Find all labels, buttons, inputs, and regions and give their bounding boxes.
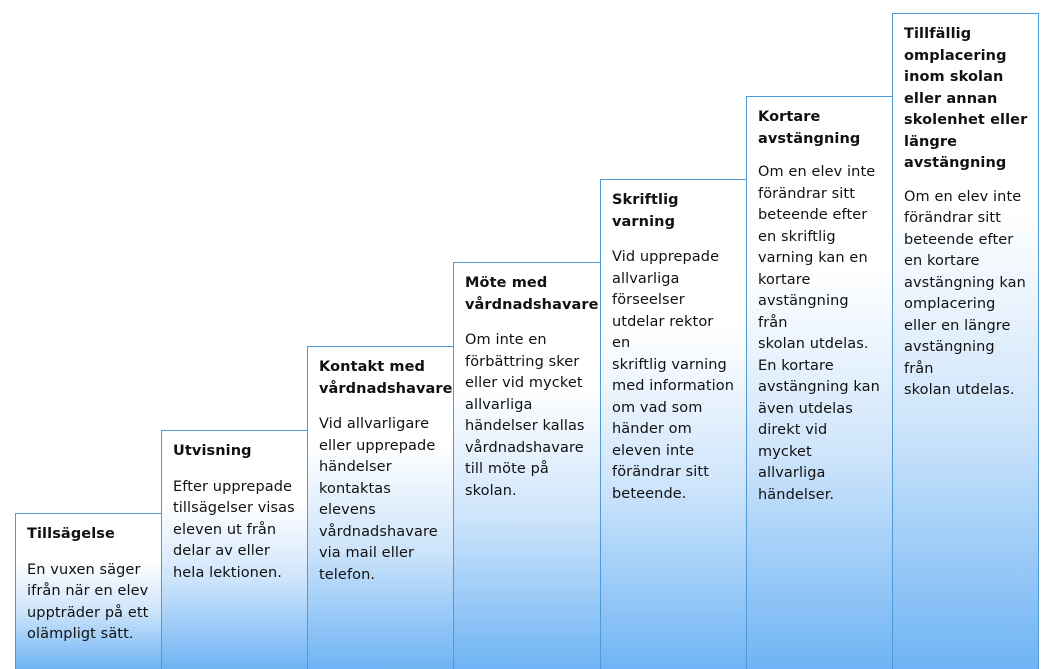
step-description: Om inte en förbättring sker eller vid my…: [465, 332, 585, 499]
step-description: Om en elev inte förändrar sitt beteende …: [904, 188, 1026, 399]
step-description: Vid allvarligare eller upprepade händels…: [319, 416, 438, 583]
step-title: Kortare avstängning: [758, 109, 861, 147]
step-kontakt-med-vardnadshavare: Kontakt med vårdnadshavare Vid allvarlig…: [307, 346, 454, 669]
step-utvisning: Utvisning Efter upprepade tillsägelser v…: [161, 430, 308, 669]
step-description: Om en elev inte förändrar sitt beteende …: [758, 164, 880, 503]
step-title: Skriftlig varning: [612, 192, 679, 230]
step-title: Tillsägelse: [27, 526, 115, 542]
step-title: Kontakt med vårdnadshavare: [319, 359, 453, 397]
step-description: Vid upprepade allvarliga förseelser utde…: [612, 249, 735, 502]
step-kortare-avstangning: Kortare avstängning Om en elev inte förä…: [746, 96, 893, 669]
step-title: Tillfällig omplacering inom skolan eller…: [904, 26, 1028, 171]
step-description: Efter upprepade tillsägelser visas eleve…: [173, 478, 295, 581]
step-tillsagelse: Tillsägelse En vuxen säger ifrån när en …: [15, 513, 162, 669]
step-mote-med-vardnadshavare: Möte med vårdnadshavare Om inte en förbä…: [453, 262, 601, 669]
step-title: Utvisning: [173, 443, 252, 459]
step-description: En vuxen säger ifrån när en elev uppträd…: [27, 561, 149, 643]
step-title: Möte med vårdnadshavare: [465, 275, 599, 313]
step-tillfallig-omplacering: Tillfällig omplacering inom skolan eller…: [892, 13, 1039, 669]
step-skriftlig-varning: Skriftlig varning Vid upprepade allvarli…: [600, 179, 747, 669]
